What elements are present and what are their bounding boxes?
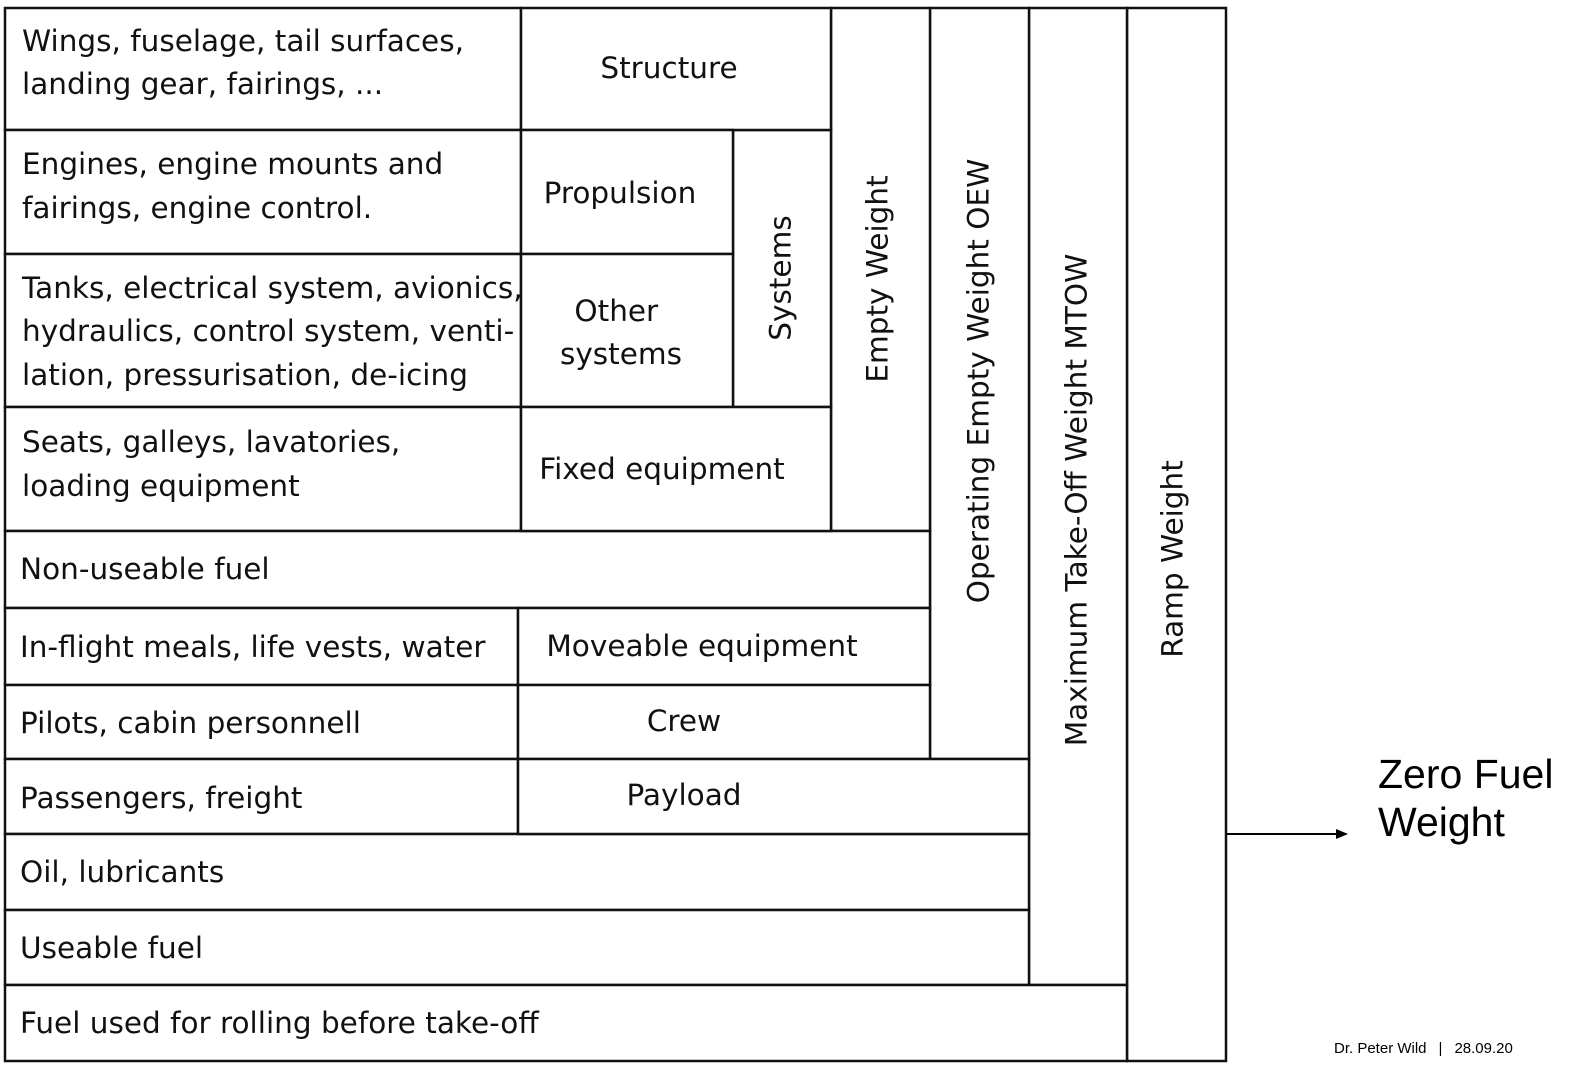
crew-cell	[516, 683, 932, 761]
systems-label: Systems	[764, 215, 798, 340]
propulsion-cell	[519, 128, 735, 256]
propulsion-desc: Engines, engine mounts and fairings, eng…	[22, 147, 453, 225]
structure-desc-cell	[3, 6, 523, 132]
other-systems-desc: Tanks, electrical system, avionics, hydr…	[21, 271, 532, 392]
other-systems-desc-cell	[3, 252, 523, 409]
footer-date: 28.09.20	[1454, 1040, 1513, 1057]
footer-separator: |	[1438, 1040, 1443, 1057]
non-useable-fuel-cell	[3, 529, 932, 610]
moveable-equipment-label: Moveable equipment	[546, 629, 857, 663]
fixed-equipment-desc: Seats, galleys, lavatories, loading equi…	[22, 425, 410, 503]
payload-cell	[516, 757, 1031, 836]
useable-fuel-label: Useable fuel	[20, 931, 203, 965]
oil-label: Oil, lubricants	[20, 855, 224, 889]
zero-fuel-weight-line1: Zero Fuel	[1378, 751, 1554, 797]
footer: Dr. Peter Wild | 28.09.20	[1334, 1040, 1513, 1057]
fixed-equipment-label: Fixed equipment	[539, 452, 784, 486]
empty-weight-label: Empty Weight	[861, 175, 895, 382]
zero-fuel-arrow-head	[1336, 829, 1348, 839]
structure-cell	[519, 6, 833, 132]
oew-column	[928, 6, 1031, 761]
non-useable-fuel-label: Non-useable fuel	[20, 552, 270, 586]
ramp-weight-label: Ramp Weight	[1156, 460, 1190, 658]
moveable-equipment-desc: In-flight meals, life vests, water	[20, 630, 486, 664]
propulsion-label: Propulsion	[544, 176, 697, 210]
fixed-equipment-cell	[519, 405, 833, 533]
ramp-weight-column	[1125, 6, 1228, 1063]
structure-desc: Wings, fuselage, tail surfaces, landing …	[22, 24, 473, 101]
empty-weight-column	[829, 6, 932, 533]
structure-label: Structure	[600, 51, 737, 85]
crew-desc-cell	[3, 683, 520, 761]
moveable-equipment-cell	[516, 606, 932, 687]
mtow-column	[1027, 6, 1129, 987]
oew-label: Operating Empty Weight OEW	[962, 159, 996, 604]
crew-desc: Pilots, cabin personnell	[20, 706, 361, 740]
rolling-fuel-label: Fuel used for rolling before take-off	[20, 1006, 539, 1040]
crew-label: Crew	[647, 704, 721, 738]
zero-fuel-weight-line2: Weight	[1378, 799, 1505, 845]
other-systems-cell	[519, 252, 735, 409]
mtow-label: Maximum Take-Off Weight MTOW	[1060, 254, 1094, 747]
payload-label: Payload	[626, 778, 741, 812]
footer-author: Dr. Peter Wild	[1334, 1040, 1427, 1057]
rolling-fuel-cell	[3, 983, 1129, 1063]
payload-desc: Passengers, freight	[20, 781, 302, 815]
other-systems-label: Other systems	[560, 294, 682, 371]
zero-fuel-weight-label: Zero Fuel Weight	[1378, 750, 1553, 846]
